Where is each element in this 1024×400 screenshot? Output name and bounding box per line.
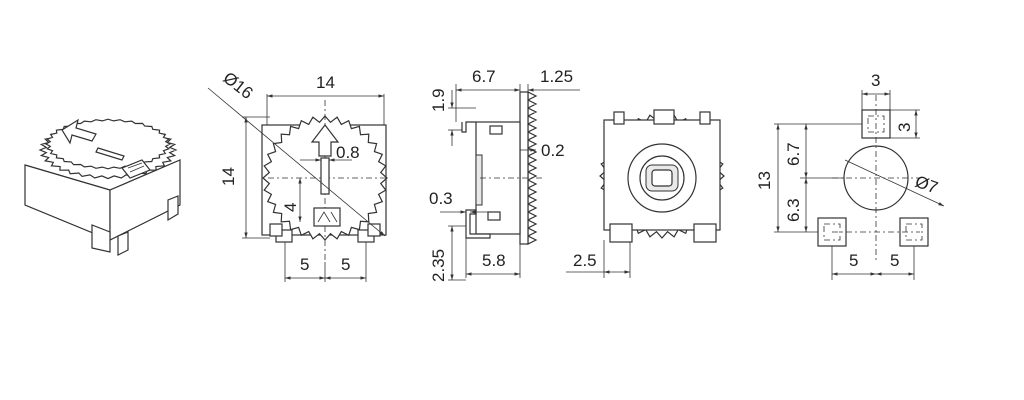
back-top-tab — [653, 109, 675, 125]
iso-slot — [95, 147, 125, 161]
arrow-icon — [61, 118, 97, 145]
side-window — [475, 154, 483, 206]
iso-leg-1 — [91, 224, 111, 253]
side-bottom-terminal — [465, 209, 491, 239]
side-rotor-plate — [519, 91, 529, 245]
iso-leg-2 — [117, 231, 129, 256]
front-logo-mark — [317, 211, 338, 223]
front-diameter-leader — [207, 87, 386, 237]
pad-top-inner — [867, 115, 885, 133]
side-clip — [487, 211, 501, 221]
logo-mark — [127, 162, 145, 173]
side-clip-top — [489, 125, 503, 135]
fp-overall-height-label: 13 — [755, 171, 774, 190]
iso-leg-3 — [167, 195, 179, 222]
isometric-view — [24, 118, 181, 256]
back-tab-right — [699, 111, 711, 125]
back-tab-left — [613, 111, 625, 125]
front-width-label: 14 — [316, 73, 335, 92]
side-thickness-label: 0.3 — [429, 189, 453, 208]
front-diameter-label: Ø16 — [220, 68, 257, 103]
front-pitch-label-l: 5 — [300, 255, 309, 274]
back-view: 2.5 — [566, 109, 725, 278]
side-view: 6.7 1.25 1.9 0.2 0.3 2.35 5.8 — [429, 67, 580, 282]
side-rotor-teeth — [526, 91, 538, 245]
side-base-label: 5.8 — [482, 251, 506, 270]
back-socket-inner — [651, 169, 673, 187]
fp-pitch-label-r: 5 — [890, 251, 899, 270]
side-top-terminal — [461, 121, 476, 133]
fp-upper-label: 6.7 — [784, 142, 803, 166]
fp-pitch-label-l: 5 — [849, 251, 858, 270]
side-top-height-label: 1.9 — [429, 88, 448, 112]
front-offset-label: 4 — [281, 203, 300, 212]
pad-left-inner — [823, 223, 841, 241]
iso-rotor — [38, 118, 178, 180]
front-view: Ø16 14 14 0.8 4 5 5 — [207, 68, 388, 282]
side-flange-label: 1.25 — [540, 67, 573, 86]
back-terminal-right — [693, 223, 717, 243]
front-arrow-icon — [310, 124, 340, 157]
back-offset-label: 2.5 — [573, 251, 597, 270]
fp-pad-height-label: 3 — [895, 123, 914, 132]
front-height-label: 14 — [219, 167, 238, 186]
fp-pad-width-label: 3 — [871, 71, 880, 90]
footprint-view: Ø7 3 3 13 6.7 6.3 5 5 — [755, 71, 945, 280]
fp-lower-label: 6.3 — [784, 198, 803, 222]
front-pitch-label-r: 5 — [341, 255, 350, 274]
back-terminal-left — [609, 223, 633, 243]
front-foot-right — [367, 223, 381, 237]
side-depth-label: 6.7 — [472, 67, 496, 86]
side-gap-label: 0.2 — [541, 141, 565, 160]
front-slot-label: 0.8 — [336, 143, 360, 162]
footprint-hole-leader — [844, 159, 945, 207]
front-slot — [320, 157, 330, 195]
front-foot-left — [269, 223, 283, 237]
side-terminal-height-label: 2.35 — [429, 249, 448, 282]
iso-rotor-top — [44, 118, 172, 170]
